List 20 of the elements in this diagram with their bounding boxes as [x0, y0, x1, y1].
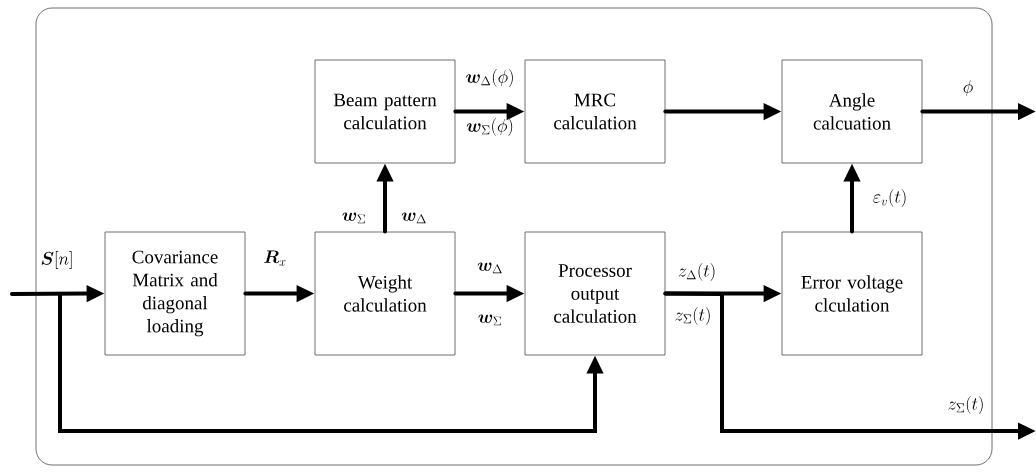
edge-label: $\phi$ [963, 80, 973, 97]
process-box: Processor output calculation [524, 231, 666, 356]
process-box: Covariance Matrix and diagonal loading [104, 231, 246, 356]
edge-label: $z_{\Sigma}(t)$ [948, 396, 983, 414]
process-box: Beam pattern calculation [314, 59, 456, 164]
edge-label: $\bm{S}[n]$ [41, 251, 72, 269]
signal-label: $\bm{w}_{\Sigma}$ [478, 314, 501, 326]
edge-label: $\varepsilon_{v}(t)$ [873, 189, 906, 207]
process-box: Error voltage clculation [781, 231, 923, 356]
process-box: MRC calculation [524, 59, 666, 164]
system-frame [35, 7, 993, 466]
edge-label: $\bm{w}_{\Delta}(\phi)$ [466, 69, 513, 87]
signal-label: $z_{\Sigma}(t)$ [675, 307, 710, 325]
edge-label: $\bm{w}_{\Delta}$ [477, 262, 502, 274]
signal-label: $\bm{w}_{\Sigma}(\phi)$ [466, 118, 513, 136]
process-box: Angle calcuation [781, 59, 923, 164]
edge-label: $z_{\Delta}(t)$ [678, 263, 715, 281]
edge-label: $\bm{w}_{\Sigma}$ [342, 212, 365, 224]
process-box: Weight calculation [314, 231, 456, 356]
edge-label: $\bm{R}_{x}$ [264, 250, 286, 266]
